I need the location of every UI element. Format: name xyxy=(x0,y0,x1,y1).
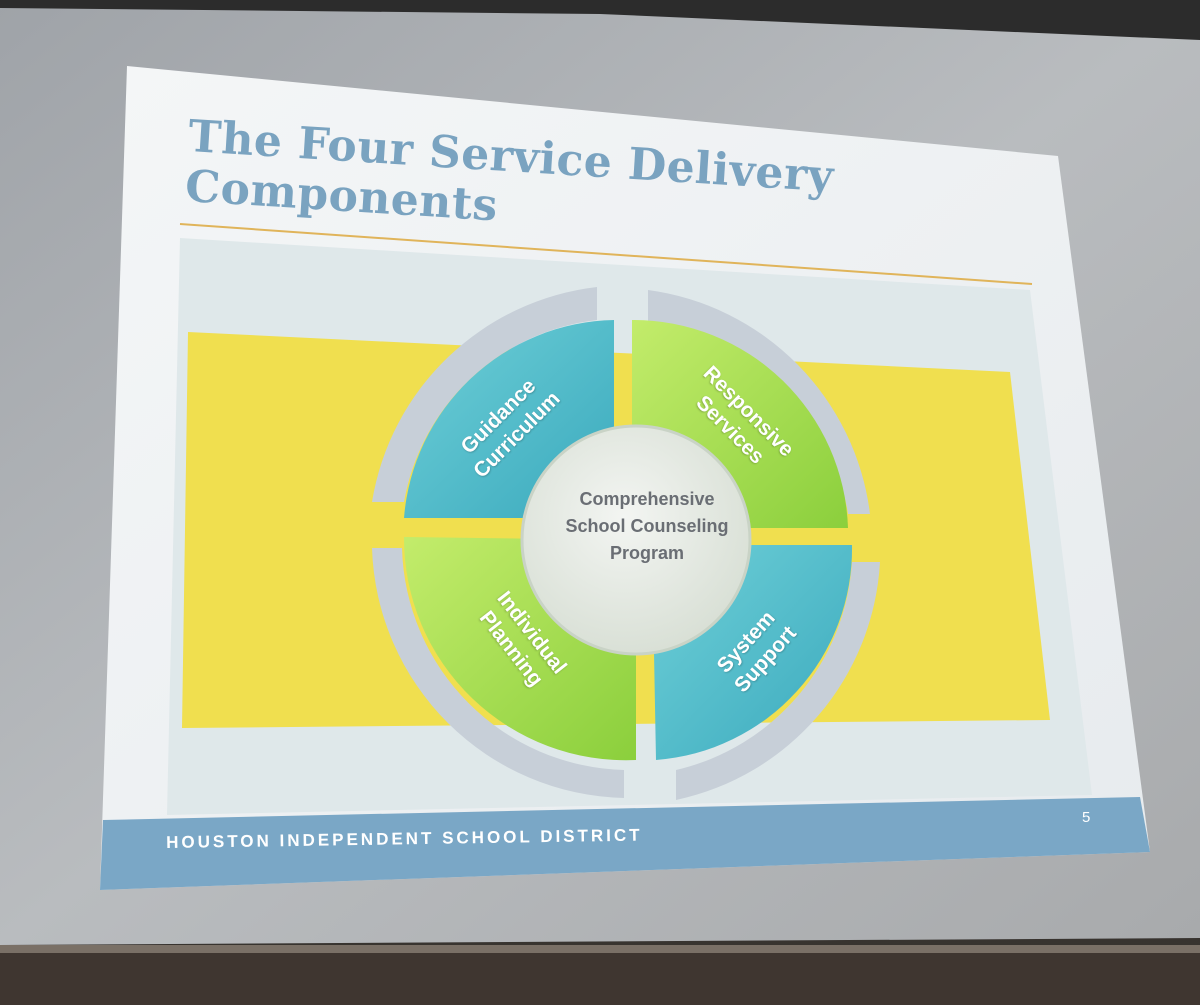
footer-band xyxy=(100,797,1150,890)
page-number: 5 xyxy=(1082,809,1091,826)
title-underline xyxy=(179,223,1033,285)
center-line-1: Comprehensive xyxy=(579,489,715,509)
center-label: Comprehensive School Counseling Program xyxy=(522,486,772,567)
center-line-2: School Counseling xyxy=(565,516,729,536)
center-line-3: Program xyxy=(609,543,685,563)
center-circle xyxy=(520,424,752,656)
